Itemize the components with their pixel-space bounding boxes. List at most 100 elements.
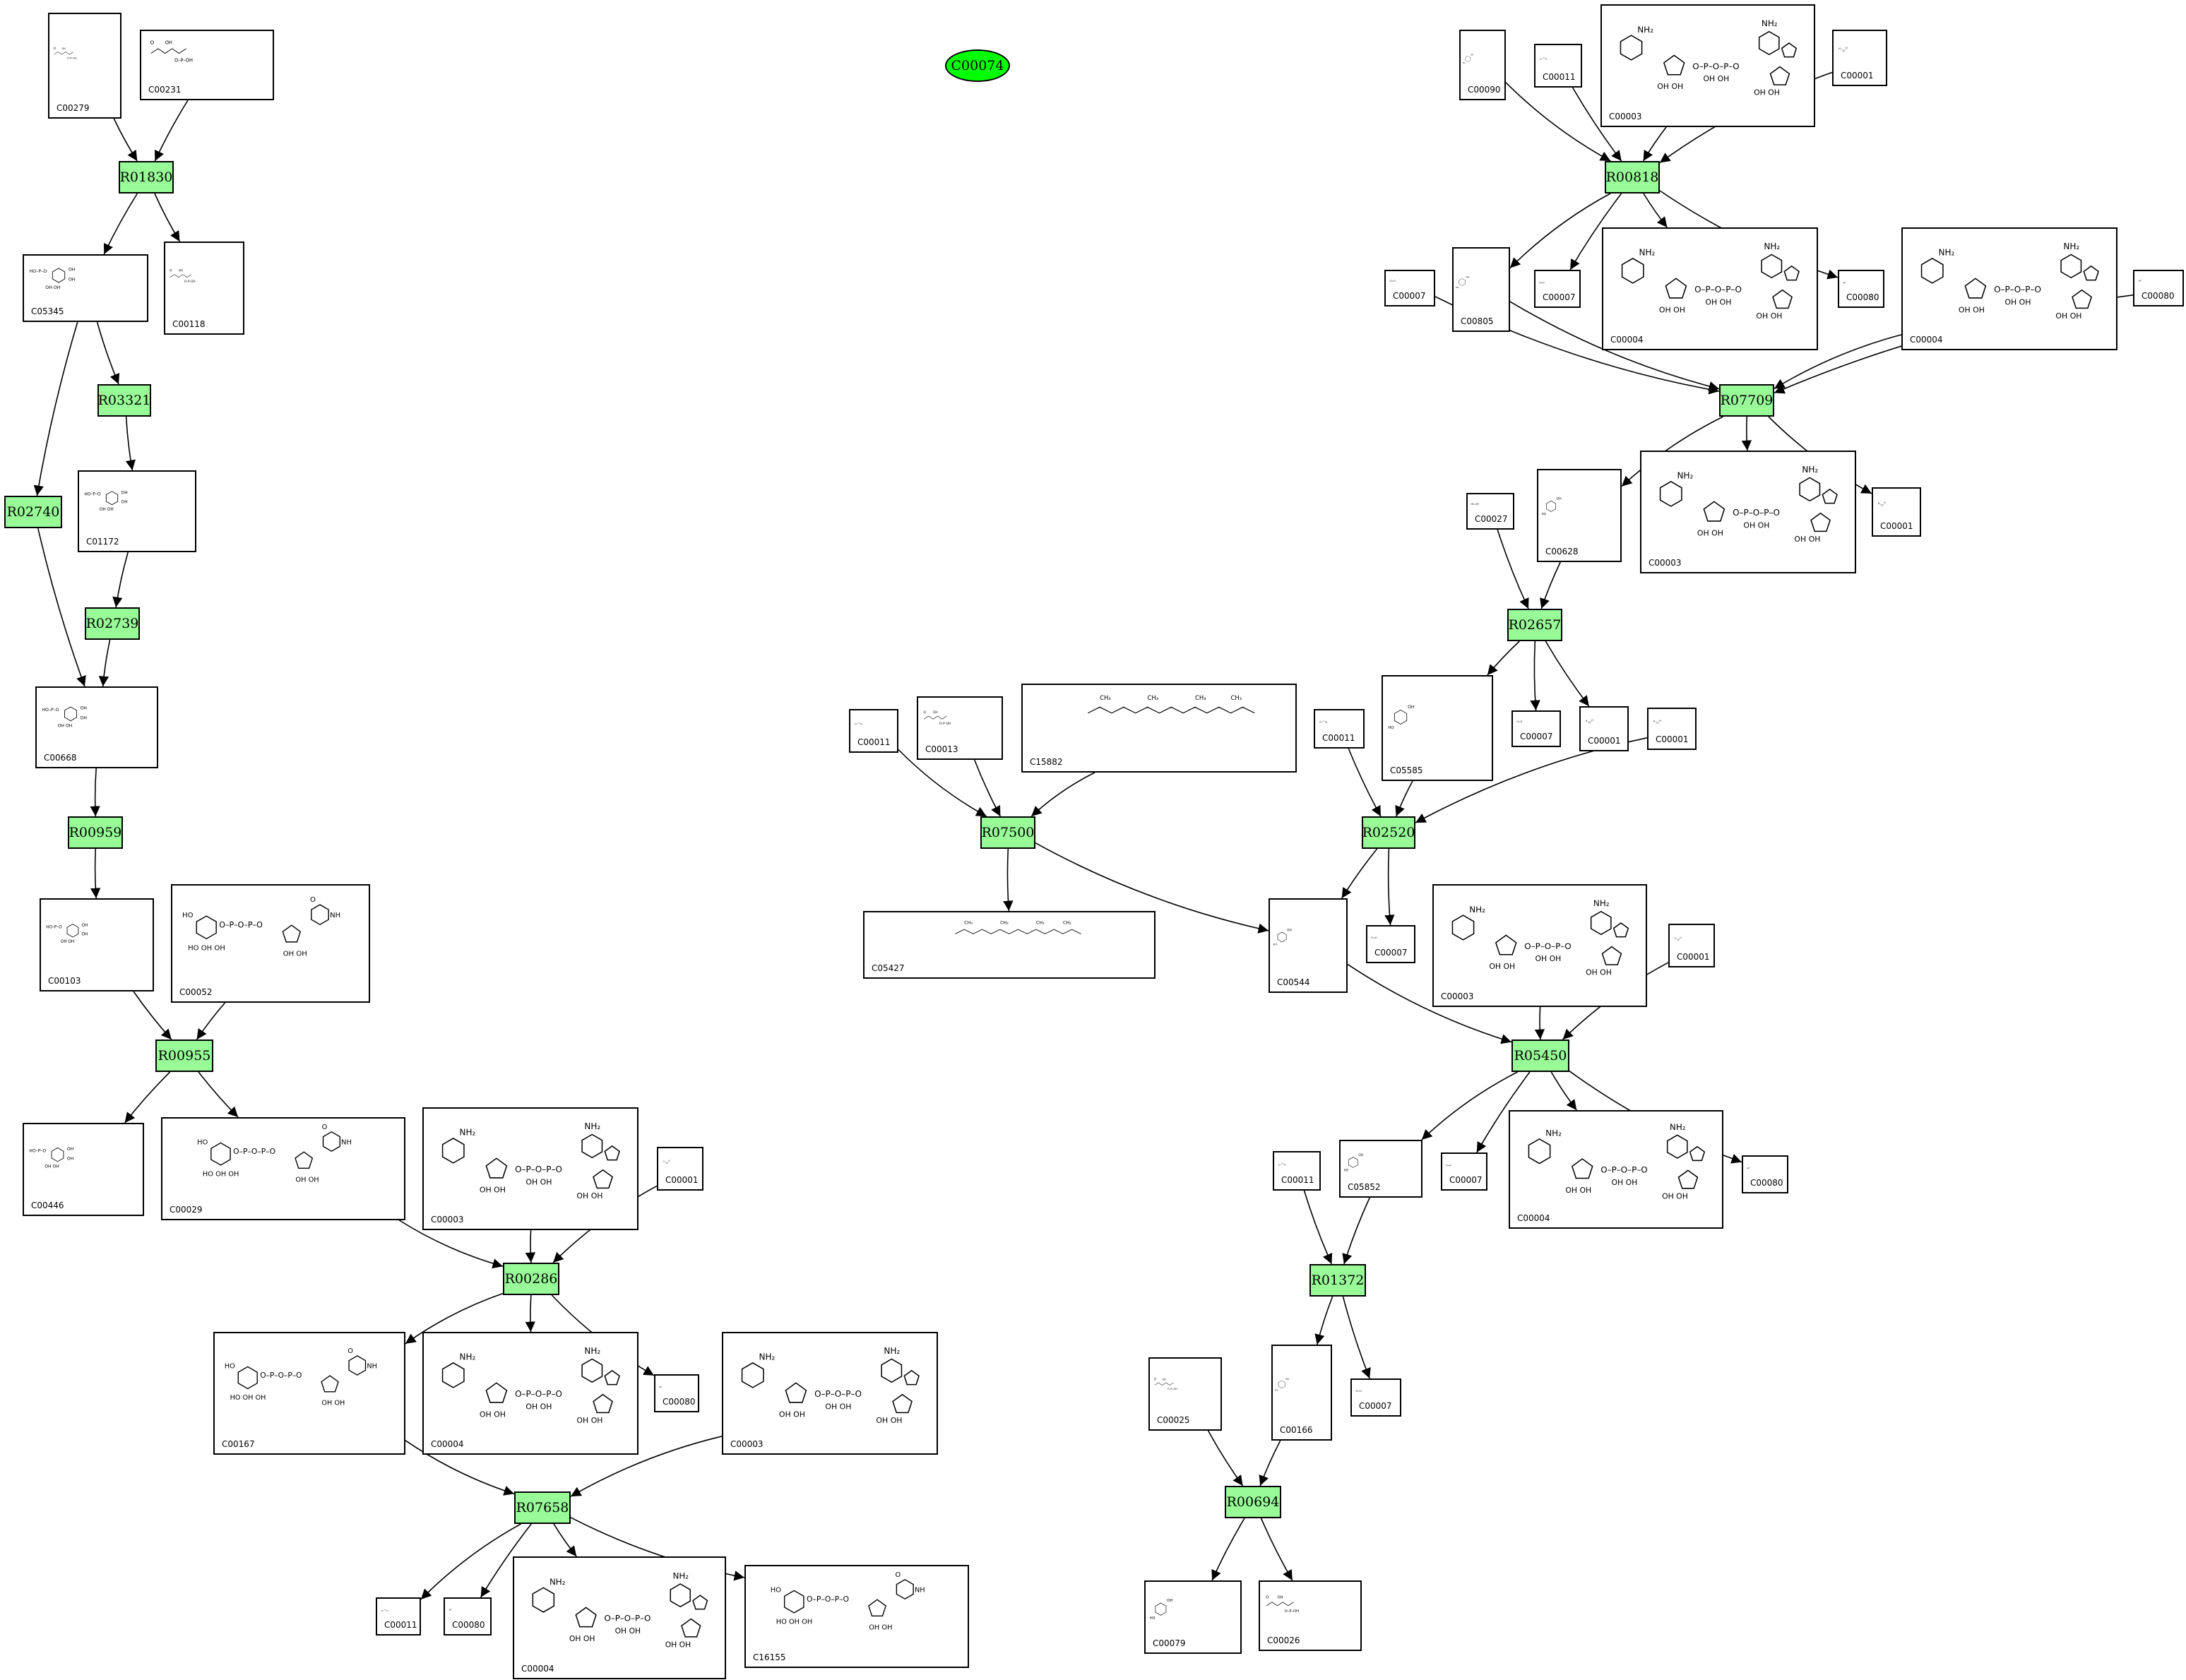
edge-c00103-to-r00955 <box>133 991 172 1040</box>
compound-id-label: C00805 <box>1461 316 1494 326</box>
reaction-node-r00955[interactable]: R00955 <box>155 1039 213 1072</box>
reaction-node-r00286[interactable]: R00286 <box>503 1263 559 1295</box>
svg-text:O=O: O=O <box>1539 281 1545 284</box>
svg-text:OH OH: OH OH <box>1565 1186 1591 1195</box>
reaction-node-r07658[interactable]: R07658 <box>514 1491 571 1524</box>
svg-text:NH₂: NH₂ <box>460 1352 476 1362</box>
reaction-node-r02739[interactable]: R02739 <box>85 607 140 640</box>
svg-text:OH OH: OH OH <box>1662 1192 1688 1201</box>
reaction-node-r02520[interactable]: R02520 <box>1362 816 1415 849</box>
reaction-node-r01830[interactable]: R01830 <box>119 161 174 193</box>
compound-node-c00080[interactable]: H⁺C00080 <box>654 1374 699 1412</box>
reaction-node-r03321[interactable]: R03321 <box>97 384 151 417</box>
compound-id-label: C01172 <box>86 537 119 547</box>
compound-id-label: C00080 <box>1750 1178 1783 1188</box>
reaction-node-r00818[interactable]: R00818 <box>1605 161 1660 193</box>
svg-text:CH₃: CH₃ <box>1036 920 1045 925</box>
svg-text:NH₂: NH₂ <box>672 1571 689 1580</box>
svg-text:NH₂: NH₂ <box>1762 18 1778 28</box>
reaction-node-r01372[interactable]: R01372 <box>1309 1264 1366 1297</box>
svg-text:CH₃: CH₃ <box>1230 694 1242 701</box>
svg-text:HO: HO <box>1344 1168 1348 1172</box>
compound-node-c00080[interactable]: H⁺C00080 <box>444 1597 492 1636</box>
edge-R05450-to-c05852 <box>1421 1071 1518 1140</box>
compound-node-c00080[interactable]: H⁺C00080 <box>1742 1155 1788 1193</box>
svg-text:O–P–O–P–O: O–P–O–P–O <box>1692 61 1739 71</box>
compound-node-c00080[interactable]: H⁺C00080 <box>2133 270 2184 306</box>
compound-id-label: C00004 <box>1610 335 1644 345</box>
reaction-node-r00959[interactable]: R00959 <box>68 816 123 849</box>
reaction-node-r07709[interactable]: R07709 <box>1719 384 1774 417</box>
reaction-node-r00694[interactable]: R00694 <box>1225 1486 1281 1518</box>
map-node-c00074[interactable]: C00074 <box>945 49 1010 82</box>
reaction-node-r05450[interactable]: R05450 <box>1511 1039 1569 1072</box>
reaction-node-r07500[interactable]: R07500 <box>980 816 1035 849</box>
edge-c00003a-to-r00286 <box>525 1229 536 1263</box>
compound-node-c00080[interactable]: H⁺C00080 <box>1838 270 1884 308</box>
svg-text:OH OH: OH OH <box>480 1185 506 1194</box>
compound-id-label: C00007 <box>1359 1401 1392 1411</box>
svg-text:H⁺: H⁺ <box>1843 281 1846 284</box>
reaction-node-r02657[interactable]: R02657 <box>1507 609 1562 641</box>
svg-text:NH₂: NH₂ <box>1639 247 1656 257</box>
edge-c00544-to-r05450 <box>1347 963 1512 1044</box>
reaction-node-r02740[interactable]: R02740 <box>4 496 62 528</box>
